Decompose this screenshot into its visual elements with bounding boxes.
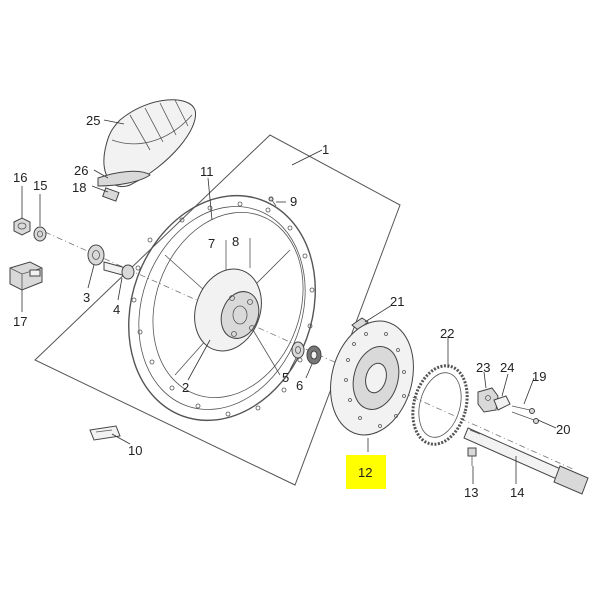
washer-part: [33, 226, 47, 242]
brake-disc-part: [330, 320, 414, 436]
screw-part: [511, 405, 539, 424]
balance-weight-part: [89, 425, 121, 441]
callout-26: 26: [74, 163, 88, 178]
seal-part: [306, 345, 322, 365]
callout-18: 18: [72, 180, 86, 195]
leader-lines: [21, 119, 557, 484]
callout-20: 20: [556, 422, 570, 437]
callout-4: 4: [113, 302, 120, 317]
callout-5: 5: [282, 370, 289, 385]
valve-part: [102, 187, 120, 202]
callout-11: 11: [200, 164, 214, 179]
abs-tone-ring-part: [411, 364, 469, 446]
wheel-assembly-frame: [34, 134, 401, 486]
callout-8: 8: [232, 234, 239, 249]
callout-17: 17: [13, 314, 27, 329]
inner-tube-part: [97, 170, 151, 187]
callout-24: 24: [500, 360, 514, 375]
nut-part: [13, 217, 31, 236]
axle-part: [463, 427, 589, 495]
callout-3: 3: [83, 290, 90, 305]
bearing-part: [87, 244, 105, 266]
callout-6: 6: [296, 378, 303, 393]
tyre-part: [103, 99, 197, 187]
callout-1: 1: [322, 142, 329, 157]
bearing-part: [291, 341, 305, 359]
sensor-bracket-part: [493, 395, 511, 411]
callout-2: 2: [182, 380, 189, 395]
disc-screw-part: [467, 447, 477, 466]
clip-part: [351, 317, 369, 331]
callout-15: 15: [33, 178, 47, 193]
wheel-rim-part: [128, 194, 316, 422]
callout-25: 25: [86, 113, 100, 128]
sensor-block-part: [9, 261, 43, 291]
callout-10: 10: [128, 443, 142, 458]
callout-13: 13: [464, 485, 478, 500]
callout-9: 9: [290, 194, 297, 209]
callout-7: 7: [208, 236, 215, 251]
callout-highlight-box: [346, 455, 386, 489]
spacer-part: [103, 261, 135, 280]
hub-part: [194, 268, 262, 352]
callout-14: 14: [510, 485, 524, 500]
callout-16: 16: [13, 170, 27, 185]
callout-22: 22: [440, 326, 454, 341]
valve-screw-part: [268, 196, 277, 207]
callout-12: 12: [358, 465, 372, 480]
callout-21: 21: [390, 294, 404, 309]
callout-23: 23: [476, 360, 490, 375]
callout-19: 19: [532, 369, 546, 384]
wheel-sensor-part: [477, 387, 499, 413]
